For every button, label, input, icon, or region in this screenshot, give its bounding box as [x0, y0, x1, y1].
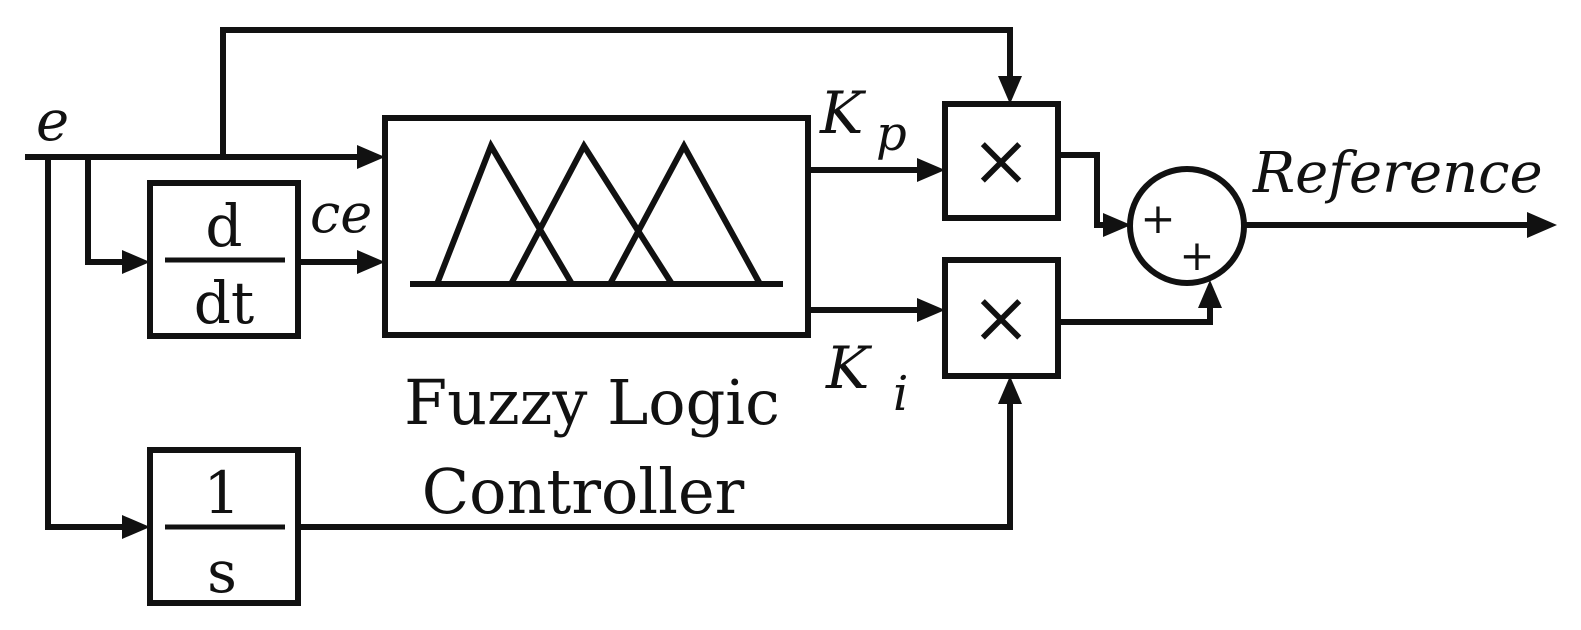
summing-junction: + + [1127, 166, 1247, 286]
wire-e-to-integrator [45, 157, 126, 530]
sum-sign-left: + [1140, 194, 1175, 243]
arrowhead-ce-into-flc [357, 250, 385, 274]
kp-gain-label: K p [819, 79, 907, 162]
ki-subscript: i [893, 366, 908, 422]
kp-subscript: p [876, 106, 907, 162]
kp-base: K [819, 79, 867, 147]
integrator-block: 1 s [147, 447, 301, 606]
derivative-denominator: dt [194, 269, 254, 337]
controller-caption-line2: Controller [422, 455, 745, 528]
wire-integral-to-multiplier [298, 398, 1013, 530]
multiplier-bottom: × [942, 257, 1061, 379]
arrowheads [122, 76, 1557, 539]
arrowhead-output [1527, 212, 1557, 238]
arrowhead-e-into-flc [357, 145, 385, 169]
output-label-reference: Reference [1252, 141, 1543, 206]
arrowhead-into-sum-left [1103, 213, 1131, 237]
arrowhead-into-integrator [122, 515, 150, 539]
wire-e-feedforward [220, 27, 1013, 157]
derivative-block: d dt [147, 180, 301, 339]
arrowhead-into-derivative [122, 250, 150, 274]
controller-caption-line1: Fuzzy Logic [404, 366, 780, 439]
derivative-numerator: d [205, 192, 242, 260]
wire-mult2-to-sum [1058, 300, 1213, 325]
arrowhead-into-mult2-bottom [998, 376, 1022, 404]
input-label-e: e [36, 89, 69, 154]
change-error-label: ce [310, 182, 372, 245]
fuzzy-logic-controller-block [382, 115, 811, 338]
wire-mult1-to-sum [1058, 152, 1110, 228]
arrowhead-ki-into-mult2 [917, 298, 945, 322]
ki-gain-label: K i [825, 334, 908, 422]
arrowhead-into-sum-bottom [1198, 280, 1222, 308]
sum-sign-bottom: + [1179, 231, 1214, 280]
multiplier-bottom-symbol: × [971, 275, 1031, 359]
membership-function-3 [607, 139, 763, 286]
arrowhead-kp-into-mult1 [917, 158, 945, 182]
membership-function-1 [434, 139, 575, 286]
membership-function-2 [508, 140, 675, 286]
wire-e-to-derivative [85, 157, 126, 265]
ki-base: K [825, 334, 873, 402]
integrator-numerator: 1 [204, 459, 241, 527]
integrator-denominator: s [207, 538, 237, 606]
arrowhead-into-mult1-top [998, 76, 1022, 104]
multiplier-top: × [942, 101, 1061, 221]
multiplier-top-symbol: × [971, 118, 1031, 202]
